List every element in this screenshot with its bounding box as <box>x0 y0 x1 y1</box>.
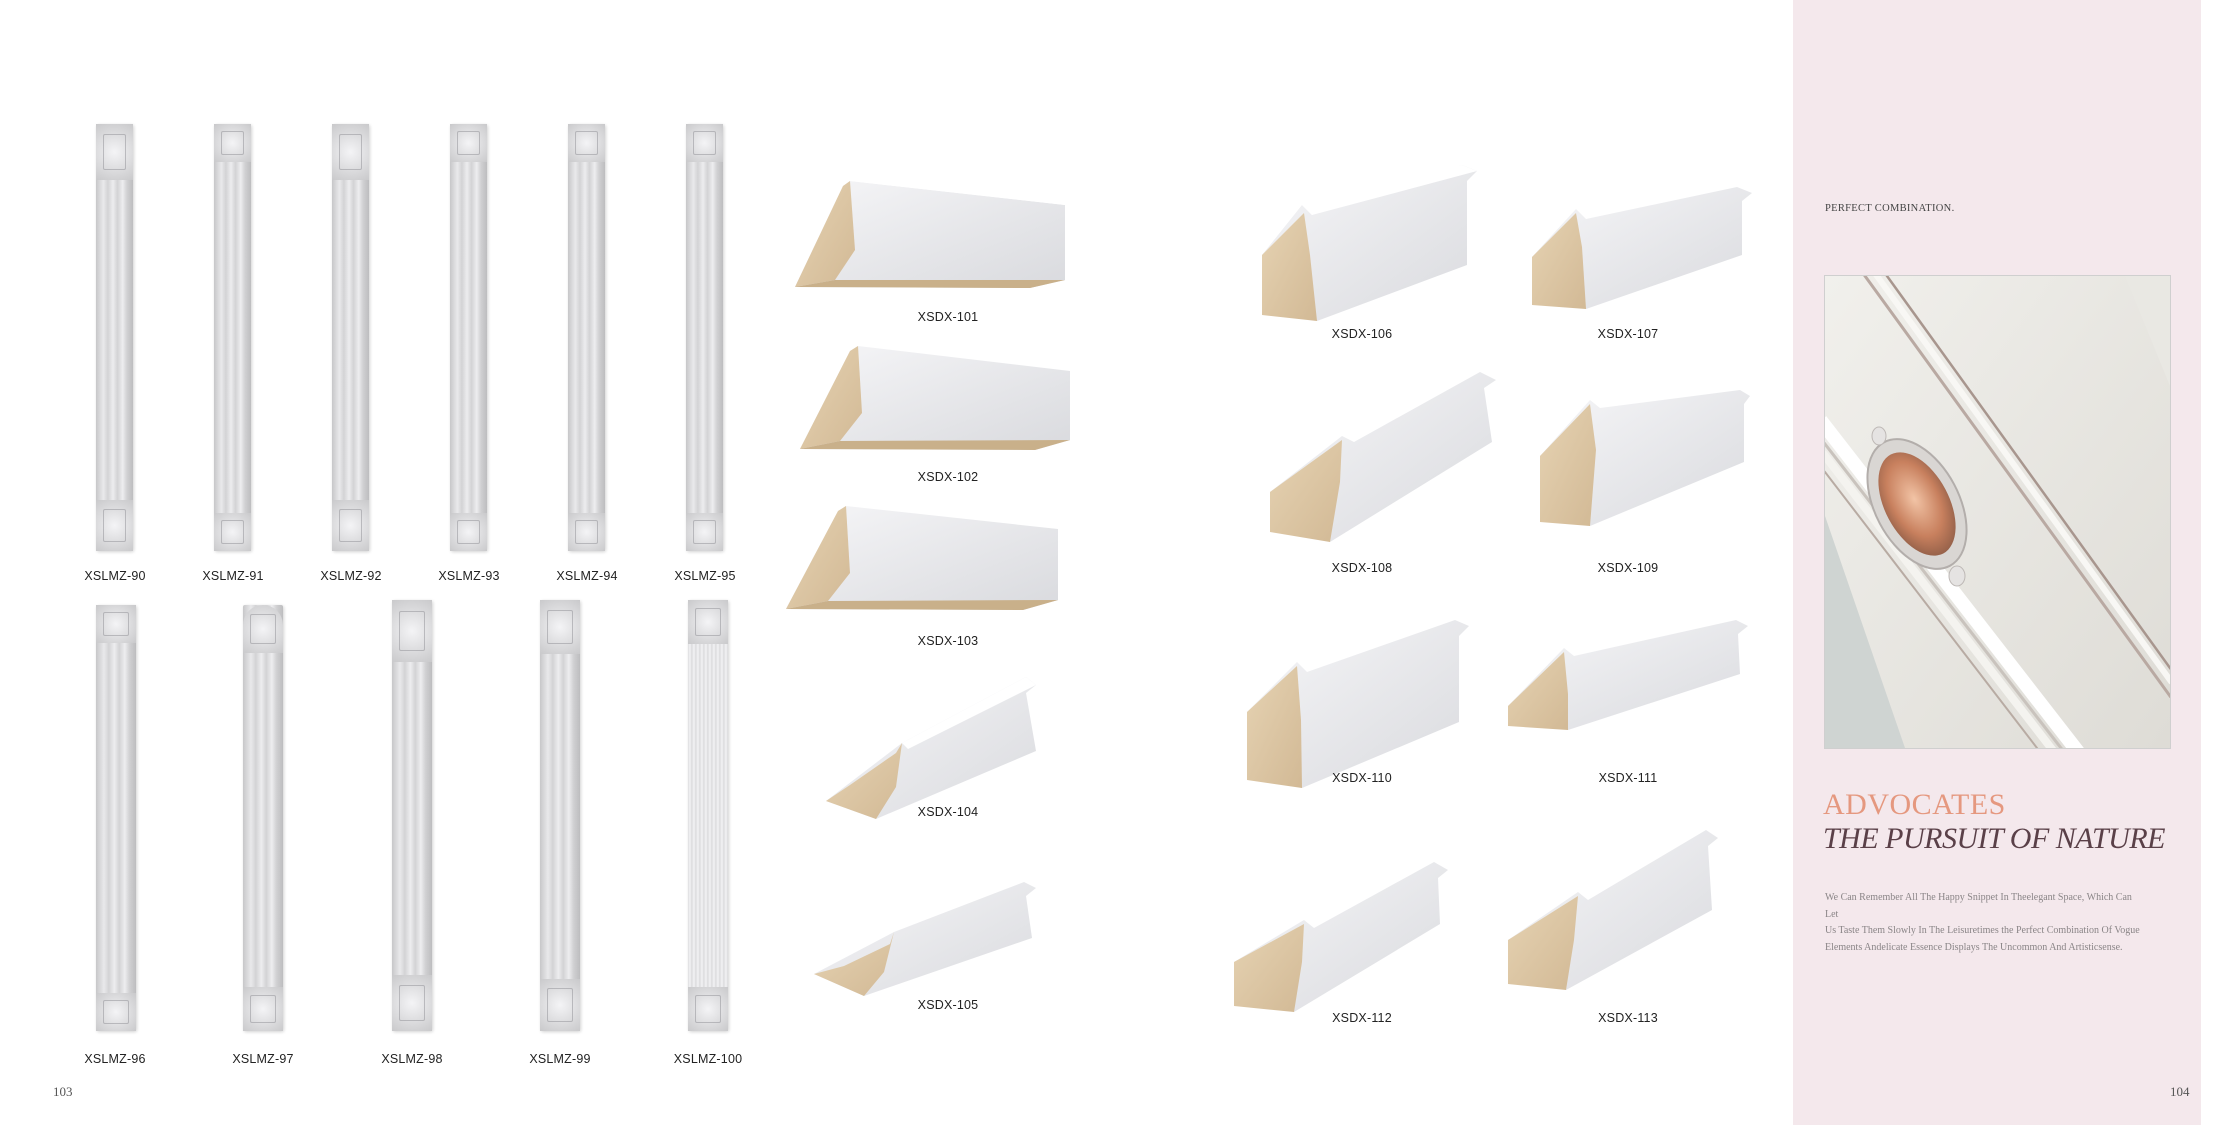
molding-image-111 <box>1508 620 1748 730</box>
molding-label-107: XSDX-107 <box>1597 327 1659 341</box>
molding-label-105: XSDX-105 <box>917 998 979 1012</box>
molding-label-109: XSDX-109 <box>1597 561 1659 575</box>
molding-image-102 <box>800 346 1070 450</box>
molding-label-101: XSDX-101 <box>917 310 979 324</box>
molding-image-113 <box>1508 830 1718 990</box>
body-line-2: Us Taste Them Slowly In The Leisuretimes… <box>1825 925 2140 936</box>
pilaster-label-99: XSLMZ-99 <box>529 1052 591 1066</box>
pilaster-image-94 <box>568 124 605 551</box>
pilaster-image-93 <box>450 124 487 551</box>
pilaster-image-99 <box>540 600 580 1031</box>
cabinet-door-photo <box>1824 275 2171 749</box>
molding-image-108 <box>1270 372 1496 542</box>
molding-image-106 <box>1262 165 1477 321</box>
molding-image-109 <box>1540 390 1750 526</box>
pilaster-label-98: XSLMZ-98 <box>381 1052 443 1066</box>
molding-label-102: XSDX-102 <box>917 470 979 484</box>
pilaster-image-98 <box>392 600 432 1031</box>
pilaster-image-96 <box>96 605 136 1031</box>
molding-image-103 <box>786 506 1058 610</box>
molding-label-113: XSDX-113 <box>1598 1011 1658 1025</box>
pilaster-image-97 <box>243 605 283 1031</box>
molding-image-105 <box>814 882 1036 996</box>
molding-image-104 <box>826 677 1036 819</box>
molding-label-111: XSDX-111 <box>1598 771 1658 785</box>
pilaster-image-92 <box>332 124 369 551</box>
pilaster-label-93: XSLMZ-93 <box>438 569 500 583</box>
molding-label-108: XSDX-108 <box>1331 561 1393 575</box>
pilaster-label-95: XSLMZ-95 <box>674 569 736 583</box>
molding-label-106: XSDX-106 <box>1331 327 1393 341</box>
page-number-right: 104 <box>2170 1084 2190 1099</box>
molding-label-104: XSDX-104 <box>917 805 979 819</box>
molding-label-112: XSDX-112 <box>1332 1011 1392 1025</box>
body-paragraph: We Can Remember All The Happy Snippet In… <box>1825 890 2145 956</box>
pilaster-label-100: XSLMZ-100 <box>673 1052 743 1066</box>
pilaster-image-90 <box>96 124 133 551</box>
pilaster-label-94: XSLMZ-94 <box>556 569 618 583</box>
heading-advocates: ADVOCATES <box>1823 788 2006 821</box>
pilaster-image-95 <box>686 124 723 551</box>
body-line-1: We Can Remember All The Happy Snippet In… <box>1825 892 2132 920</box>
pilaster-label-92: XSLMZ-92 <box>320 569 382 583</box>
pilaster-label-97: XSLMZ-97 <box>232 1052 294 1066</box>
pilaster-image-91 <box>214 124 251 551</box>
molding-label-103: XSDX-103 <box>917 634 979 648</box>
molding-image-101 <box>795 180 1065 288</box>
molding-image-107 <box>1532 187 1752 309</box>
pilaster-label-96: XSLMZ-96 <box>84 1052 146 1066</box>
body-line-3: Elements Andelicate Essence Displays The… <box>1825 941 2123 953</box>
pilaster-label-91: XSLMZ-91 <box>202 569 264 583</box>
pilaster-label-90: XSLMZ-90 <box>84 569 146 583</box>
pilaster-image-100 <box>688 600 728 1031</box>
molding-label-110: XSDX-110 <box>1332 771 1392 785</box>
molding-image-110 <box>1247 620 1469 788</box>
section-tag: PERFECT COMBINATION. <box>1825 203 1955 214</box>
page-number-left: 103 <box>53 1084 73 1099</box>
heading-pursuit-of-nature: THE PURSUIT OF NATURE <box>1823 822 2166 855</box>
molding-image-112 <box>1234 862 1448 1012</box>
